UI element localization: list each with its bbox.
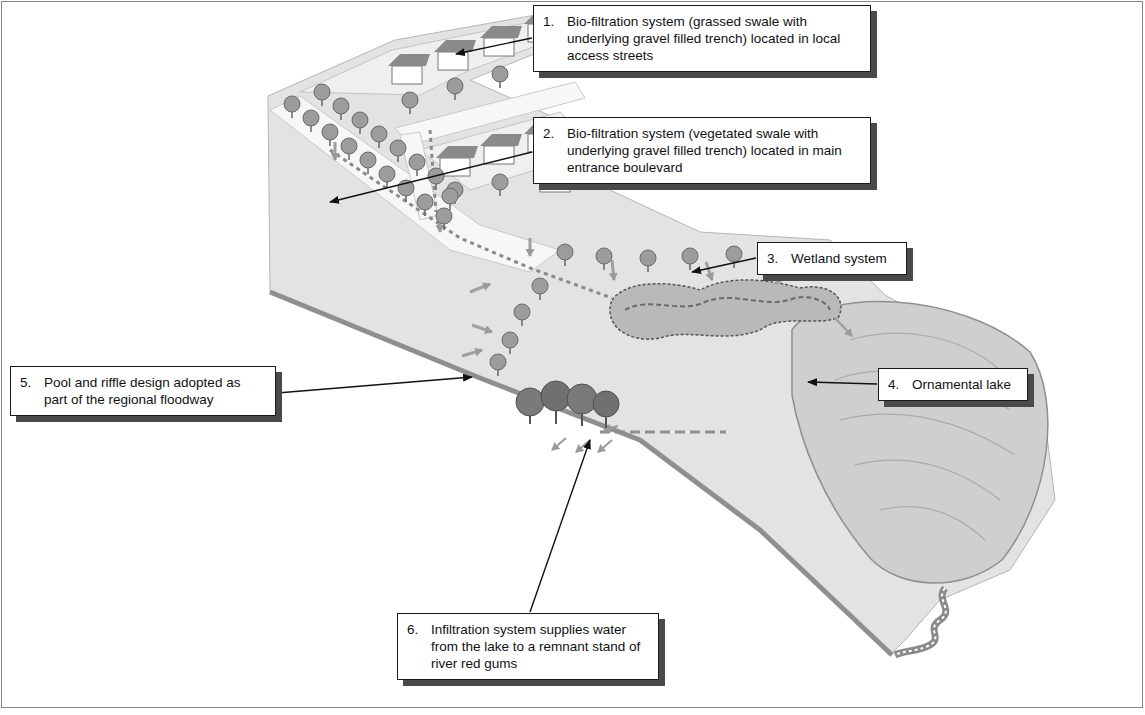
tree xyxy=(490,354,506,370)
tree xyxy=(726,246,742,262)
wetland xyxy=(610,280,841,339)
flow-arrow xyxy=(462,350,482,356)
infiltration-pipe xyxy=(600,431,726,434)
red-gum xyxy=(541,381,571,411)
ripple xyxy=(855,460,1000,500)
callout-number: 2. xyxy=(543,125,567,142)
ripple xyxy=(840,414,1015,455)
flow-arrow xyxy=(470,284,490,292)
callout-box: 3.Wetland system xyxy=(757,242,907,275)
tree xyxy=(314,84,330,100)
roof xyxy=(436,146,478,158)
callout-text: Wetland system xyxy=(791,250,897,267)
tree xyxy=(596,248,612,264)
tree xyxy=(442,188,458,204)
callout-text: Infiltration system supplies water from … xyxy=(431,621,649,672)
tree xyxy=(371,126,387,142)
flow-arrow xyxy=(334,142,337,160)
tree xyxy=(402,92,418,108)
wetland-channel xyxy=(625,297,830,310)
leader-arrow xyxy=(277,377,472,393)
tree xyxy=(360,152,376,168)
red-gum xyxy=(593,391,619,417)
callout-number: 3. xyxy=(767,250,791,267)
tree xyxy=(447,78,463,94)
flow-arrow xyxy=(835,318,852,336)
roof xyxy=(480,26,522,38)
tree xyxy=(409,154,425,170)
tree xyxy=(682,248,698,264)
tree xyxy=(390,140,406,156)
outlet-stream xyxy=(895,588,946,655)
callout-number: 6. xyxy=(407,621,431,638)
tree xyxy=(557,244,573,260)
house xyxy=(392,66,422,84)
callout-number: 1. xyxy=(543,13,567,30)
outlet-stream-riffles xyxy=(895,588,946,655)
ripple xyxy=(850,333,1000,370)
tree xyxy=(341,138,357,154)
flow-arrow xyxy=(706,262,712,280)
tree xyxy=(502,332,518,348)
flow-arrow xyxy=(612,260,614,280)
callout-box: 2.Bio-filtration system (vegetated swale… xyxy=(533,117,871,184)
tree xyxy=(352,112,368,128)
river-red-gums xyxy=(516,381,619,428)
red-gum xyxy=(516,388,544,416)
callout-text: Bio-filtration system (vegetated swale w… xyxy=(567,125,861,176)
callout-box: 4.Ornamental lake xyxy=(878,368,1028,401)
infiltration-flow xyxy=(552,426,618,452)
floodway xyxy=(270,292,892,655)
callout-box: 5.Pool and riffle design adopted as part… xyxy=(10,366,276,416)
tree xyxy=(492,66,508,82)
house xyxy=(438,52,468,70)
tree xyxy=(284,96,300,112)
trees xyxy=(284,54,816,376)
tree xyxy=(303,110,319,126)
callout-text: Pool and riffle design adopted as part o… xyxy=(44,374,266,408)
roof xyxy=(434,40,476,52)
callout-number: 4. xyxy=(888,376,912,393)
tree xyxy=(492,174,508,190)
leader-arrow xyxy=(692,258,756,272)
callout-box: 6.Infiltration system supplies water fro… xyxy=(397,613,659,680)
tree xyxy=(532,278,548,294)
tree xyxy=(514,304,530,320)
leader-arrow xyxy=(330,152,532,202)
callout-text: Ornamental lake xyxy=(912,376,1018,393)
house xyxy=(484,146,514,164)
leader-arrow xyxy=(808,382,877,384)
roof xyxy=(388,54,430,66)
callout-box: 1.Bio-filtration system (grassed swale w… xyxy=(533,5,871,72)
callout-number: 5. xyxy=(20,374,44,391)
terrain xyxy=(268,8,1055,655)
tree xyxy=(436,208,452,224)
lake-ripples xyxy=(835,333,1015,540)
leader-arrow xyxy=(456,38,532,54)
roof xyxy=(480,134,522,146)
flow-arrow xyxy=(552,438,566,450)
tree xyxy=(640,250,656,266)
tree xyxy=(322,124,338,140)
callout-text: Bio-filtration system (grassed swale wit… xyxy=(567,13,861,64)
lake xyxy=(792,301,1048,583)
leader-arrow xyxy=(530,440,590,612)
flow-arrow xyxy=(598,440,612,452)
flow-arrow xyxy=(472,325,492,332)
tree xyxy=(417,194,433,210)
tree xyxy=(379,166,395,182)
callout-leaders xyxy=(277,38,877,612)
red-gum xyxy=(567,384,597,414)
ripple xyxy=(880,507,985,540)
flow-arrow xyxy=(529,238,532,256)
tree xyxy=(333,98,349,114)
